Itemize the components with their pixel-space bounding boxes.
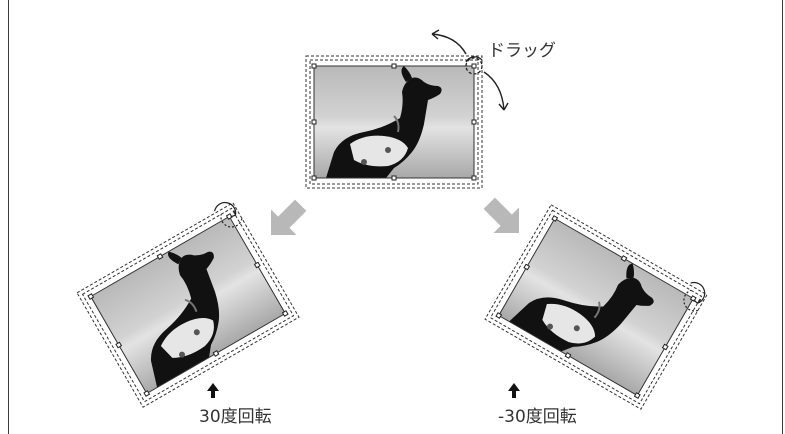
down-right-arrow-icon [483, 197, 519, 233]
up-arrow-icon [207, 383, 219, 398]
rotation-handle-icon[interactable] [465, 56, 483, 75]
rotated-photo-negative [484, 199, 711, 410]
rotated-photo-positive [73, 197, 300, 408]
up-arrow-icon [508, 383, 520, 398]
rotate-arrow-icon [431, 29, 509, 111]
rotate-30-label: 30度回転 [199, 407, 272, 427]
down-left-arrow-icon [271, 199, 307, 235]
figure-frame [8, 0, 783, 434]
original-photo [305, 55, 483, 189]
drag-label: ドラッグ [488, 41, 556, 61]
rotate-minus-30-label: -30度回転 [498, 407, 577, 427]
